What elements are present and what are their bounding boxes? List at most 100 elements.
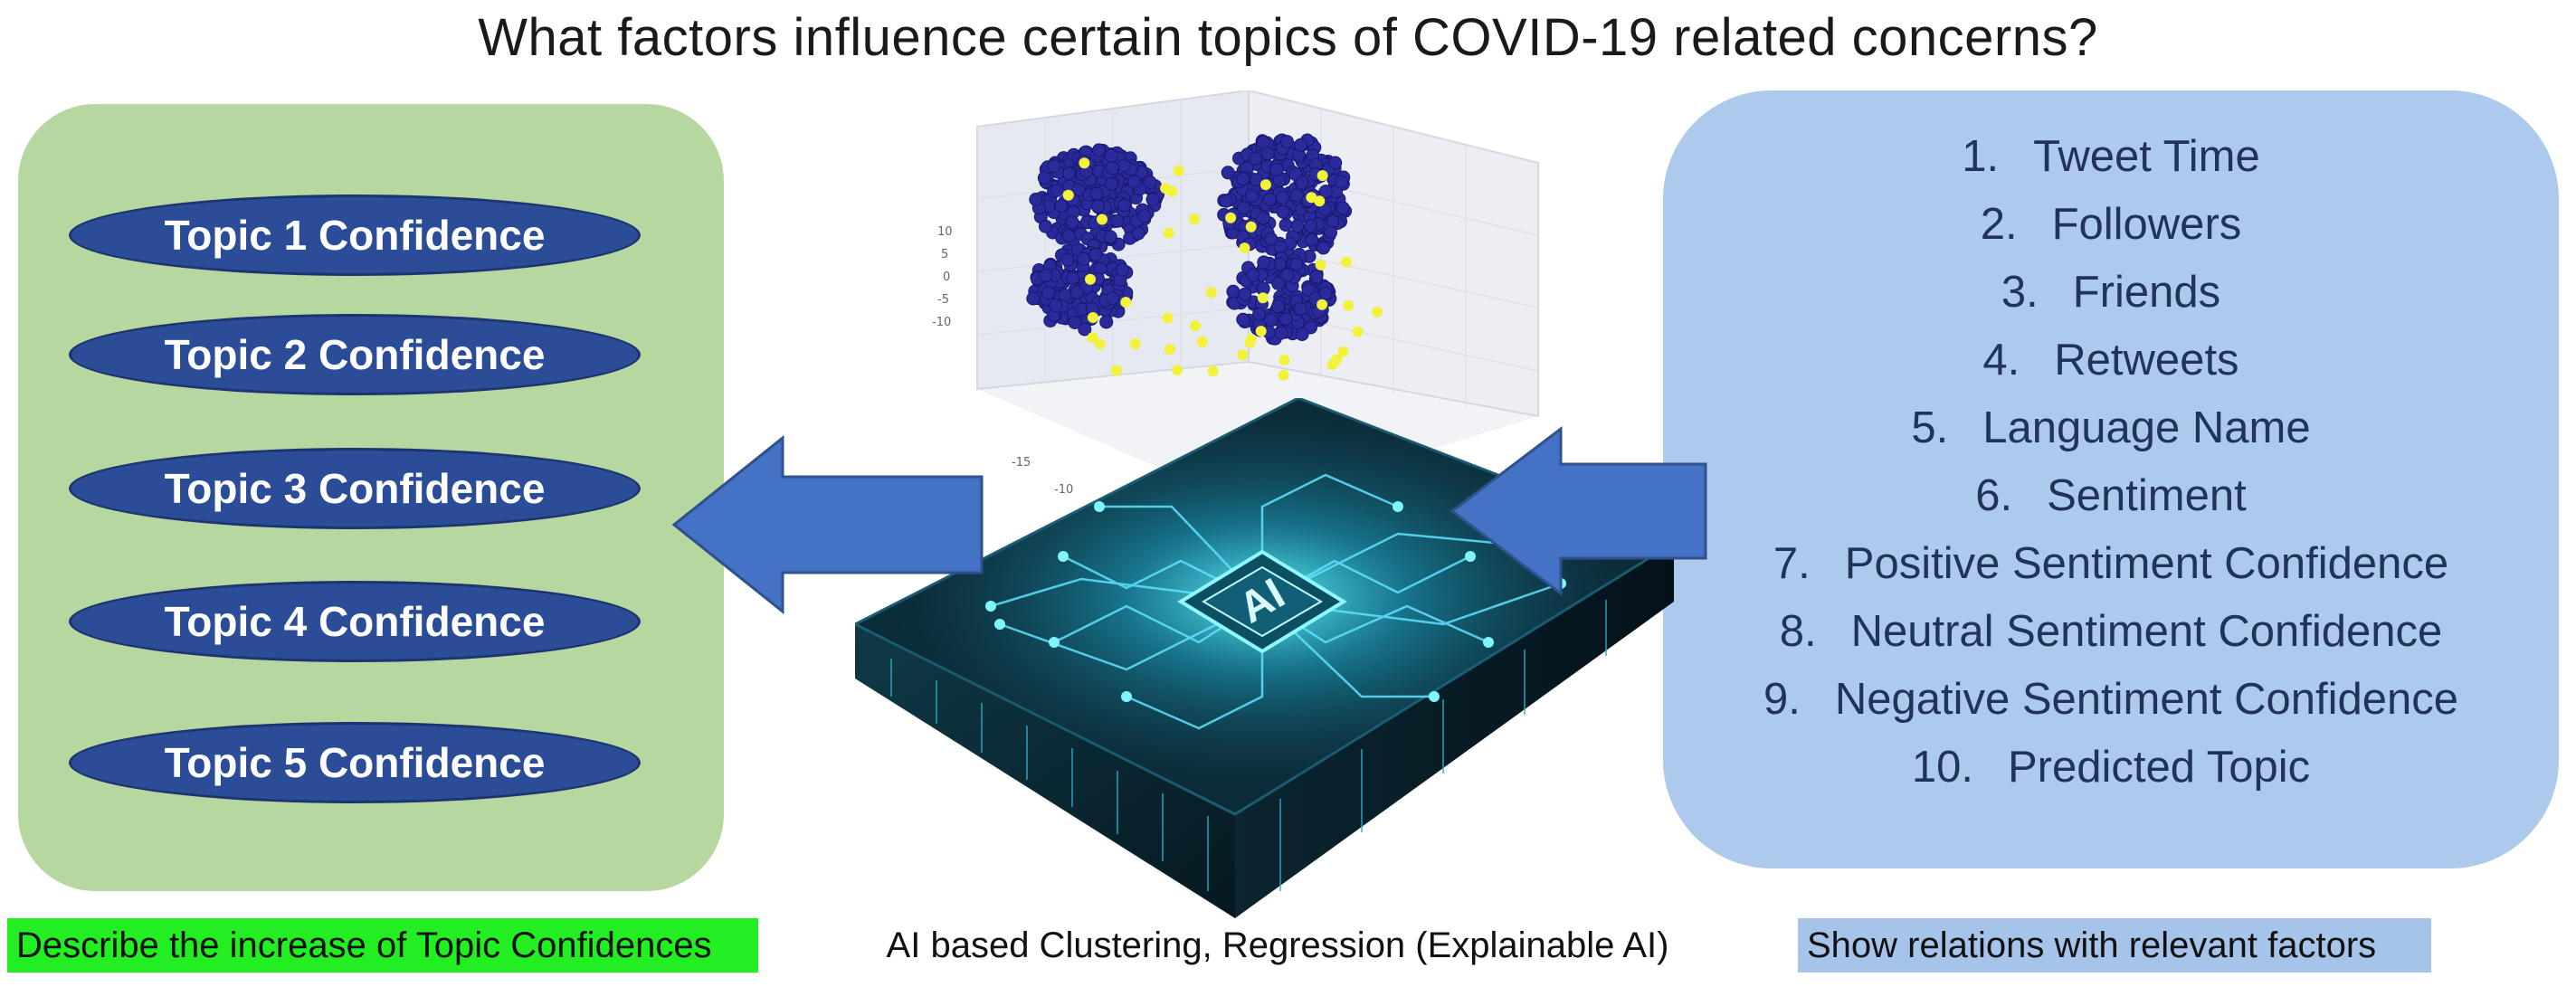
scatter-point <box>1274 326 1288 340</box>
topic-pill: Topic 5 Confidence <box>69 722 641 803</box>
scatter-point <box>1236 201 1250 215</box>
scatter-point <box>1029 193 1043 206</box>
scatter-point <box>1054 199 1069 214</box>
factor-number: 5. <box>1911 403 1949 452</box>
scatter-point-highlight <box>1337 346 1349 357</box>
scatter-point <box>1069 285 1084 299</box>
scatter-point-highlight <box>1166 185 1178 197</box>
scatter-point-highlight <box>1259 179 1271 191</box>
factor-item: 1. Tweet Time <box>1663 123 2559 190</box>
axis-tick-label: -10 <box>932 316 951 329</box>
scatter-point <box>1318 185 1333 199</box>
scatter-point <box>1065 215 1079 230</box>
scatter-point-highlight <box>1097 214 1107 225</box>
scatter-point <box>1289 188 1304 203</box>
scatter-point <box>1309 270 1324 284</box>
scatter-point <box>1305 233 1319 247</box>
factor-label: Tweet Time <box>2033 132 2260 181</box>
factor-number: 1. <box>1962 132 2000 181</box>
scatter-point-highlight <box>1306 192 1317 204</box>
scatter-point <box>1039 268 1053 282</box>
scatter-point-highlight <box>1196 337 1208 347</box>
scatter-point-highlight <box>1163 227 1174 239</box>
scatter-point <box>1092 143 1107 157</box>
factor-label: Predicted Topic <box>2008 743 2311 792</box>
scatter-point-highlight <box>1317 299 1328 310</box>
scatter-point <box>1049 299 1063 312</box>
scatter-point <box>1317 241 1331 255</box>
axis-tick-label: 0 <box>943 270 950 284</box>
scatter-point-highlight <box>1164 344 1175 356</box>
scatter-point <box>1326 214 1340 229</box>
scatter-point-highlight <box>1257 292 1269 304</box>
scatter-point <box>1088 247 1103 261</box>
scatter-point <box>1115 262 1129 277</box>
scatter-point-highlight <box>1162 312 1174 324</box>
scatter-point <box>1117 198 1131 213</box>
scatter-point-highlight <box>1225 212 1237 223</box>
scatter-point-highlight <box>1087 312 1098 323</box>
factor-label: Retweets <box>2054 336 2239 384</box>
scatter-point <box>1061 229 1076 243</box>
scatter-point <box>1264 313 1278 327</box>
scatter-point-highlight <box>1085 273 1096 285</box>
scatter-point <box>1039 219 1052 233</box>
scatter-point-highlight <box>1087 332 1098 344</box>
scatter-point <box>1295 176 1309 190</box>
axis-tick-label: -5 <box>937 293 949 307</box>
axis-tick-label: -15 <box>1012 456 1031 470</box>
axis-tick-label: 10 <box>937 225 953 239</box>
scatter-point <box>1280 135 1294 149</box>
scatter-point-highlight <box>1341 256 1352 268</box>
topic-pill: Topic 2 Confidence <box>69 314 641 395</box>
scatter-point-highlight <box>1173 165 1184 176</box>
scatter-point-highlight <box>1094 338 1106 350</box>
scatter-point-highlight <box>1110 365 1122 376</box>
factor-number: 4. <box>1982 336 2020 384</box>
scatter-point <box>1236 312 1250 327</box>
scatter-point-highlight <box>1352 326 1364 337</box>
scatter-point <box>1050 184 1064 197</box>
scatter-point <box>1078 322 1092 337</box>
scatter-point <box>1257 255 1271 270</box>
scatter-point <box>1117 158 1131 173</box>
scatter-point <box>1104 148 1118 163</box>
scatter-point <box>1245 189 1259 204</box>
scatter-point <box>1269 163 1284 177</box>
scatter-point <box>1047 159 1061 174</box>
scatter-point-highlight <box>1372 307 1383 318</box>
scatter-point <box>1091 199 1106 214</box>
scatter-point-highlight <box>1205 287 1217 299</box>
scatter-point <box>1077 251 1091 266</box>
scatter-point <box>1026 291 1041 306</box>
factor-number: 3. <box>2001 268 2039 317</box>
scatter-point-highlight <box>1189 214 1200 225</box>
factor-item: 2.Followers <box>1663 191 2559 258</box>
factor-number: 8. <box>1779 607 1817 656</box>
factor-label: Positive Sentiment Confidence <box>1844 539 2449 588</box>
scatter-point <box>1271 276 1286 290</box>
factor-item: 10.Predicted Topic <box>1663 734 2559 801</box>
scatter-point <box>1060 252 1075 267</box>
scatter-point <box>1260 147 1275 161</box>
scatter-point <box>1105 176 1119 191</box>
scatter-point <box>1062 166 1076 181</box>
scatter-point <box>1256 135 1270 149</box>
scatter-point-highlight <box>1239 242 1250 254</box>
scatter-point <box>1236 172 1250 186</box>
factor-item: 4. Retweets <box>1663 327 2559 394</box>
scatter-point <box>1294 138 1308 152</box>
scatter-point <box>1328 156 1343 170</box>
factor-item: 9.Negative Sentiment Confidence <box>1663 666 2559 733</box>
scatter-point <box>1278 218 1293 232</box>
scatter-point-highlight <box>1315 259 1326 270</box>
axis-tick-label: 5 <box>941 248 948 261</box>
scatter-point-highlight <box>1079 157 1090 169</box>
scatter-point-highlight <box>1062 189 1074 201</box>
scatter-point <box>1246 268 1260 282</box>
factor-label: Neutral Sentiment Confidence <box>1850 607 2443 656</box>
scatter-point <box>1221 166 1235 180</box>
factor-label: Language Name <box>1982 403 2311 452</box>
scatter-point <box>1106 291 1120 306</box>
scatter-point <box>1252 307 1267 321</box>
